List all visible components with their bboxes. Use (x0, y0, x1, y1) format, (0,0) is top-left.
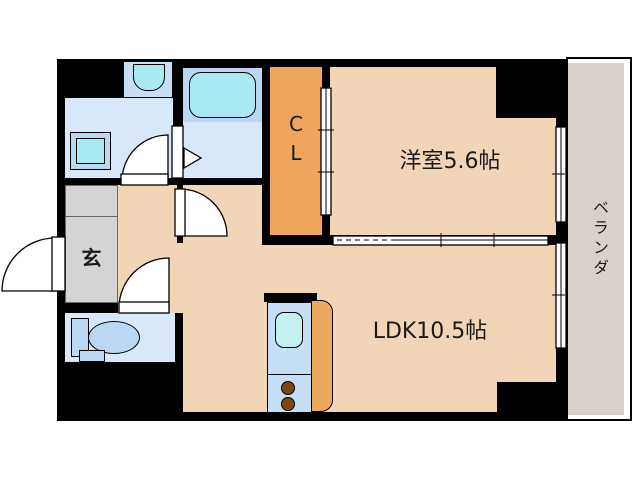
stove-burner-icon (281, 397, 295, 411)
ldk-label: LDK10.5帖 (372, 319, 488, 344)
closet-area (270, 67, 322, 235)
ldk-floor (183, 245, 556, 412)
veranda-area: ベランダ (566, 57, 632, 421)
closet-label: C L (270, 110, 322, 168)
entrance-label: 玄 (81, 246, 102, 270)
vanity-bowl-icon (133, 64, 165, 91)
veranda-label: ベランダ (590, 199, 609, 279)
dining-nook-floor (183, 185, 262, 245)
kitchen-divider-line (267, 374, 312, 375)
toilet-bowl-icon (88, 321, 140, 354)
toilet-seat-box-icon (79, 350, 105, 362)
western-room-floor (330, 67, 496, 235)
closet-label-l: L (290, 141, 302, 165)
hallway-connector-floor (118, 243, 183, 313)
bathtub-icon (189, 72, 256, 118)
veranda-floor (568, 63, 624, 415)
washing-machine-tub-icon (76, 138, 105, 164)
range-hood-bar (264, 293, 317, 302)
stove-burner-icon (281, 381, 295, 395)
wall-notch (497, 382, 556, 412)
entrance-step-line (65, 216, 118, 217)
western-room-label: 洋室5.6帖 (399, 149, 501, 174)
closet-label-c: C (289, 112, 303, 136)
western-room-floor-right (496, 118, 556, 235)
entrance-door-arc (1, 237, 56, 292)
entrance-floor (65, 185, 118, 303)
kitchen-sink-icon (275, 312, 303, 348)
